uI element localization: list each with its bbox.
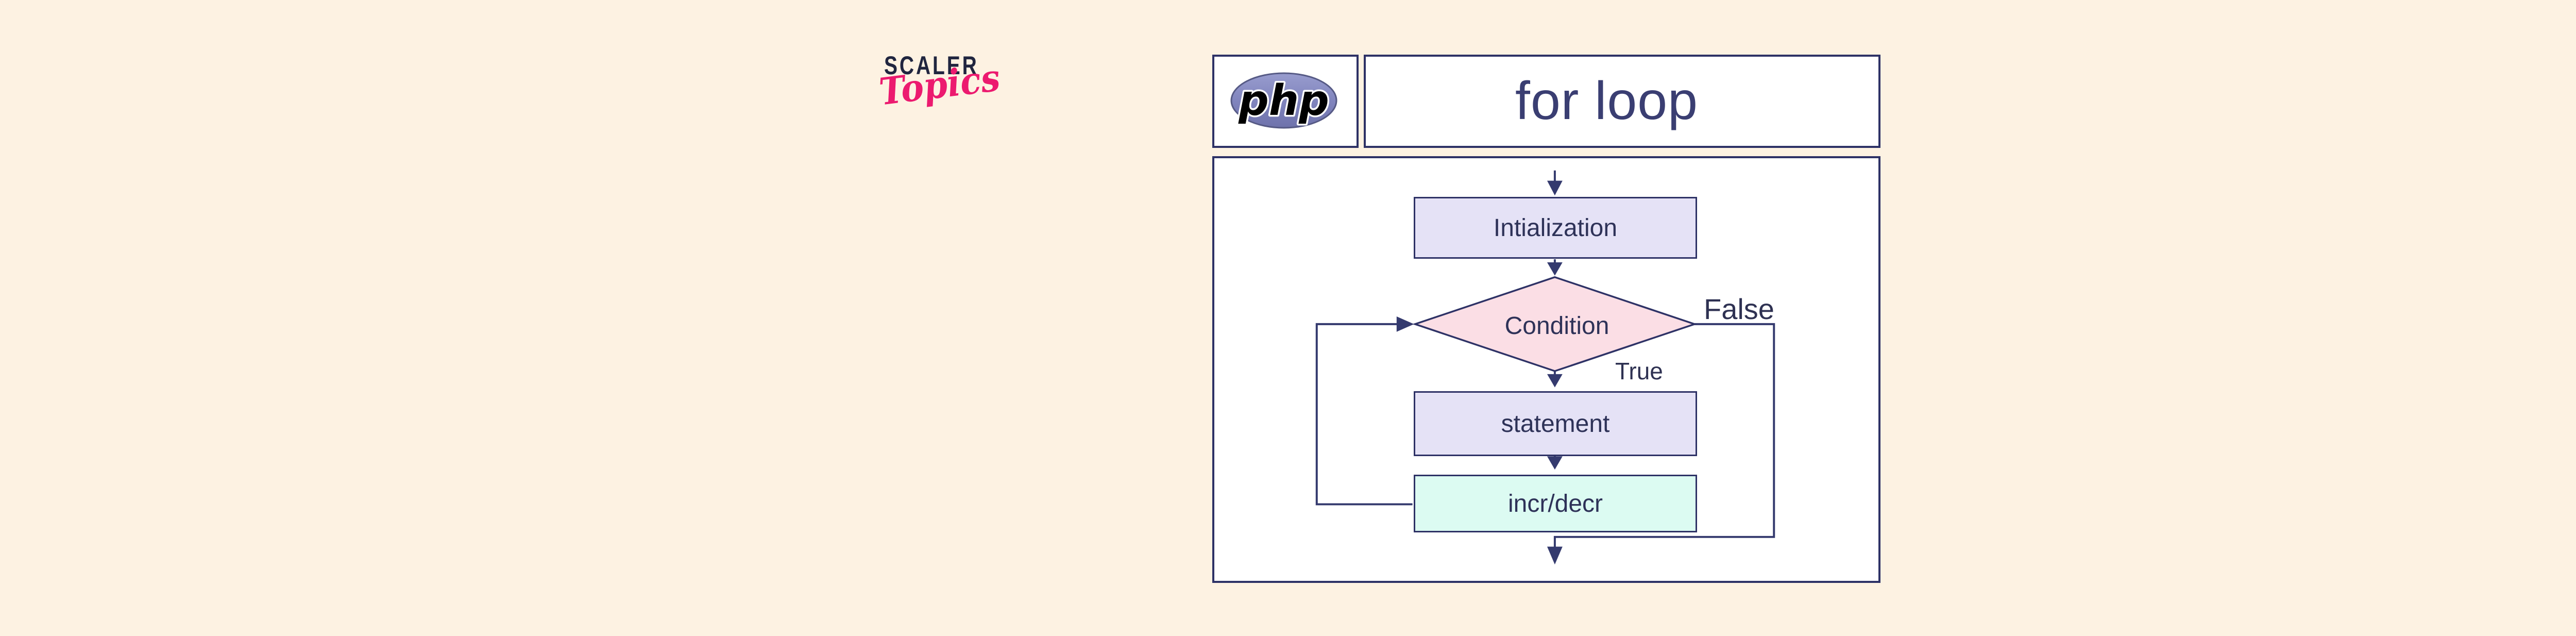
flow-node-initialization: Intialization [1414,197,1697,259]
brand-scaler-text: SCALER [884,51,979,80]
flow-node-condition-label: Condition [1504,312,1609,340]
arrowhead-entry [1547,180,1563,196]
scaler-topics-logo: SCALER Topics [876,47,1010,156]
edge-loop-line [1315,323,1413,506]
edge-false-line [1553,323,1775,548]
php-logo: php [1230,72,1337,129]
diagram-title-box: for loop [1364,55,1880,148]
edge-label-false: False [1704,293,1774,325]
arrowhead-init-condition [1547,262,1563,276]
flow-node-statement-label: statement [1501,410,1610,438]
php-logo-text: php [1238,76,1329,125]
arrowhead-loop [1396,316,1414,332]
php-logo-box: php [1212,55,1359,148]
edge-label-true: True [1615,358,1663,384]
arrowhead-true [1547,374,1563,388]
arrowhead-exit [1547,546,1563,565]
flow-node-condition: Condition [1416,278,1698,373]
flow-node-incr-decr-label: incr/decr [1507,490,1603,517]
flowchart-panel: Intialization Condition statement incr/d… [1212,156,1880,583]
flowchart-connectors [1315,170,1775,565]
flow-node-initialization-label: Intialization [1493,214,1618,242]
php-ellipse [1230,72,1337,129]
condition-diamond-shape [1412,276,1698,372]
arrowhead-statement-incr [1547,456,1563,470]
flow-node-statement: statement [1414,391,1697,456]
diagram-title: for loop [1515,71,1698,131]
flow-node-incr-decr: incr/decr [1414,475,1697,532]
